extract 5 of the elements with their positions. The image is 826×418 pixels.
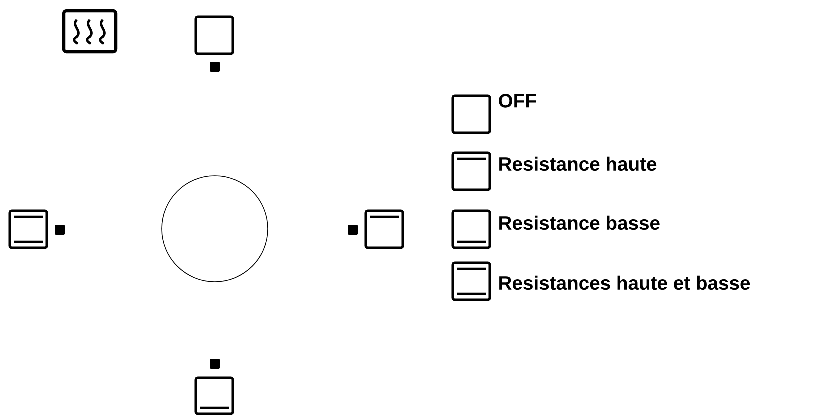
legend-text: Resistances haute et basse <box>500 276 750 290</box>
legend-text: Resistance haute <box>500 156 657 172</box>
knob-circle <box>162 176 268 282</box>
legend-text: Resistance basse <box>500 216 660 230</box>
legend-text: OFF <box>499 94 536 108</box>
